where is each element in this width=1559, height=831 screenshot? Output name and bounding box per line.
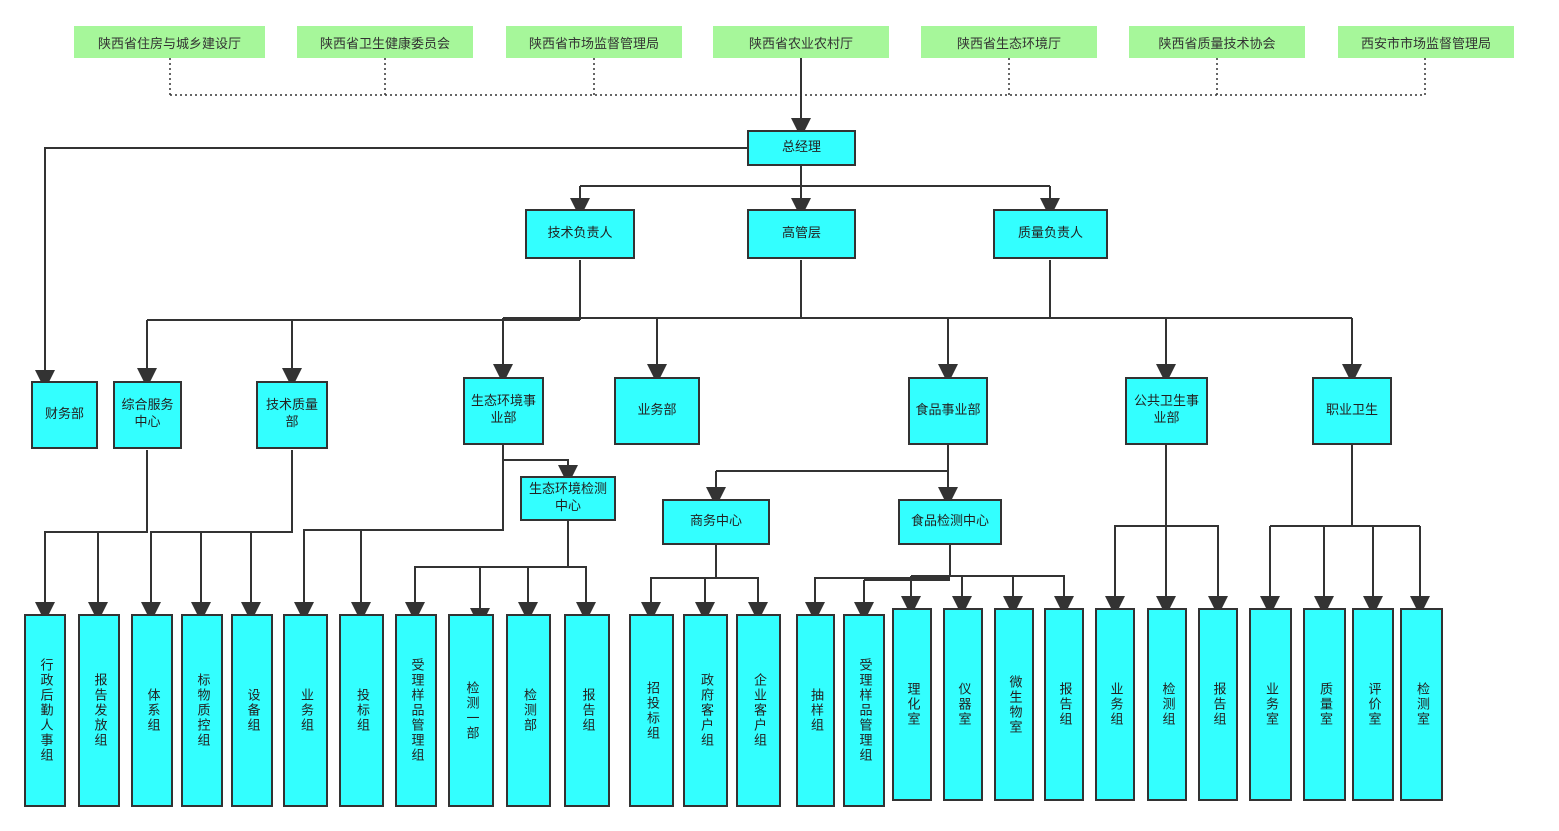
quality-lead-node: 质量负责人 <box>993 209 1108 259</box>
leaf-node: 报告组 <box>564 614 610 807</box>
leaf-node: 质量室 <box>1303 608 1346 801</box>
food-testing-center-node: 食品检测中心 <box>898 499 1002 545</box>
leaf-node: 行政后勤人事组 <box>24 614 66 807</box>
commerce-center-node: 商务中心 <box>662 499 770 545</box>
public-health-dept-node: 公共卫生事业部 <box>1125 377 1208 445</box>
general-manager-node: 总经理 <box>747 130 856 166</box>
leaf-node: 检测组 <box>1147 608 1187 801</box>
finance-dept-node: 财务部 <box>31 381 98 449</box>
leaf-node: 体系组 <box>131 614 173 807</box>
leaf-node: 微生物室 <box>994 608 1034 801</box>
regulator-box: 陕西省市场监督管理局 <box>506 26 682 58</box>
business-dept-node: 业务部 <box>614 377 700 445</box>
leaf-node: 检测室 <box>1400 608 1443 801</box>
leaf-node: 设备组 <box>231 614 273 807</box>
leaf-node: 业务组 <box>283 614 328 807</box>
food-dept-node: 食品事业部 <box>908 377 988 445</box>
leaf-node: 仪器室 <box>943 608 983 801</box>
leaf-node: 受理样品管理组 <box>843 614 885 807</box>
leaf-node: 检测一部 <box>448 614 494 807</box>
regulator-box: 陕西省卫生健康委员会 <box>297 26 473 58</box>
leaf-node: 企业客户组 <box>736 614 781 807</box>
leaf-node: 报告组 <box>1044 608 1084 801</box>
regulator-box: 陕西省质量技术协会 <box>1129 26 1305 58</box>
leaf-node: 报告组 <box>1198 608 1238 801</box>
eco-env-dept-node: 生态环境事业部 <box>463 377 544 445</box>
service-center-node: 综合服务中心 <box>113 381 182 449</box>
leaf-node: 检测部 <box>506 614 551 807</box>
regulator-box: 陕西省农业农村厅 <box>713 26 889 58</box>
leaf-node: 评价室 <box>1352 608 1394 801</box>
leaf-node: 招投标组 <box>629 614 674 807</box>
leaf-node: 报告发放组 <box>78 614 120 807</box>
leaf-node: 投标组 <box>339 614 384 807</box>
leaf-node: 政府客户组 <box>683 614 728 807</box>
eco-testing-center-node: 生态环境检测中心 <box>520 476 616 521</box>
tech-lead-node: 技术负责人 <box>525 209 635 259</box>
regulator-box: 陕西省住房与城乡建设厅 <box>74 26 265 58</box>
leaf-node: 受理样品管理组 <box>395 614 437 807</box>
regulator-box: 陕西省生态环境厅 <box>921 26 1097 58</box>
tech-quality-dept-node: 技术质量部 <box>256 381 328 449</box>
leaf-node: 业务组 <box>1095 608 1135 801</box>
leaf-node: 业务室 <box>1249 608 1292 801</box>
senior-management-node: 高管层 <box>747 209 856 259</box>
occupational-health-node: 职业卫生 <box>1312 377 1392 445</box>
leaf-node: 标物质控组 <box>181 614 223 807</box>
leaf-node: 理化室 <box>892 608 932 801</box>
leaf-node: 抽样组 <box>796 614 835 807</box>
regulator-box: 西安市市场监督管理局 <box>1338 26 1514 58</box>
